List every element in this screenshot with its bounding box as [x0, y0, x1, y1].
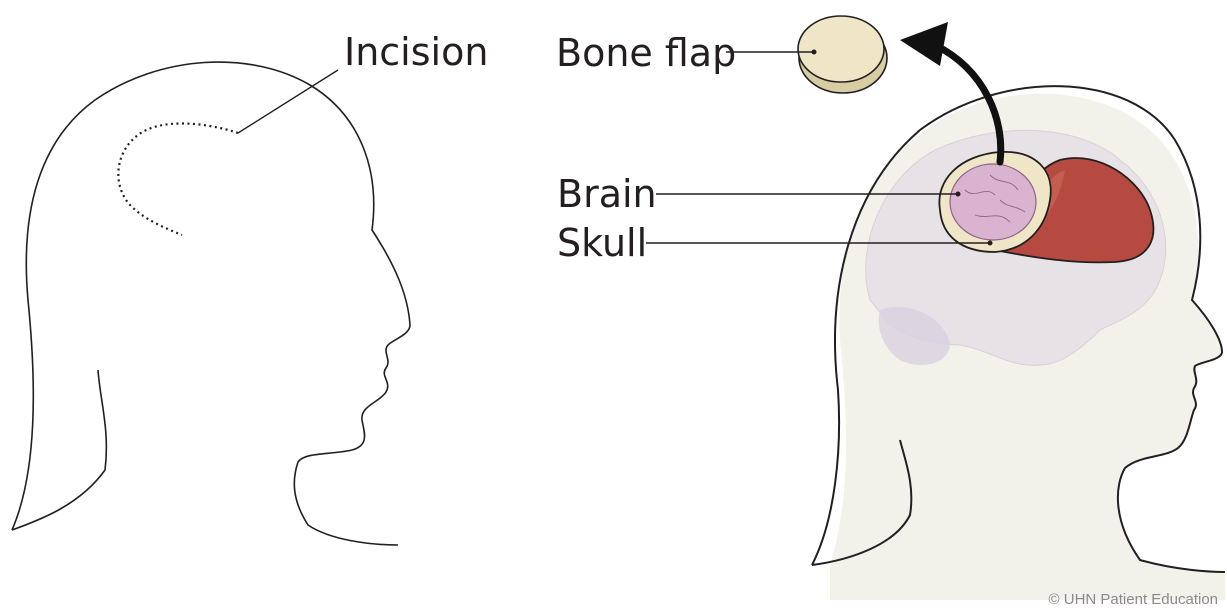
- incision-dotted-line: [118, 123, 238, 235]
- skull-label: Skull: [557, 221, 647, 265]
- left-head-profile: Incision: [12, 30, 488, 545]
- bone-flap-label: Bone flap: [556, 31, 736, 75]
- left-head-outline: [12, 62, 410, 545]
- exposed-brain: [950, 164, 1036, 240]
- copyright-credit: © UHN Patient Education: [1049, 591, 1218, 608]
- incision-label: Incision: [344, 30, 488, 74]
- brain-label: Brain: [557, 172, 657, 216]
- incision-leader-line: [238, 70, 338, 133]
- right-head-illustration: Bone flap Brain Skull: [556, 16, 1225, 600]
- left-neck-back: [12, 370, 106, 530]
- bone-flap: [798, 16, 887, 93]
- removal-arrowhead: [900, 22, 948, 66]
